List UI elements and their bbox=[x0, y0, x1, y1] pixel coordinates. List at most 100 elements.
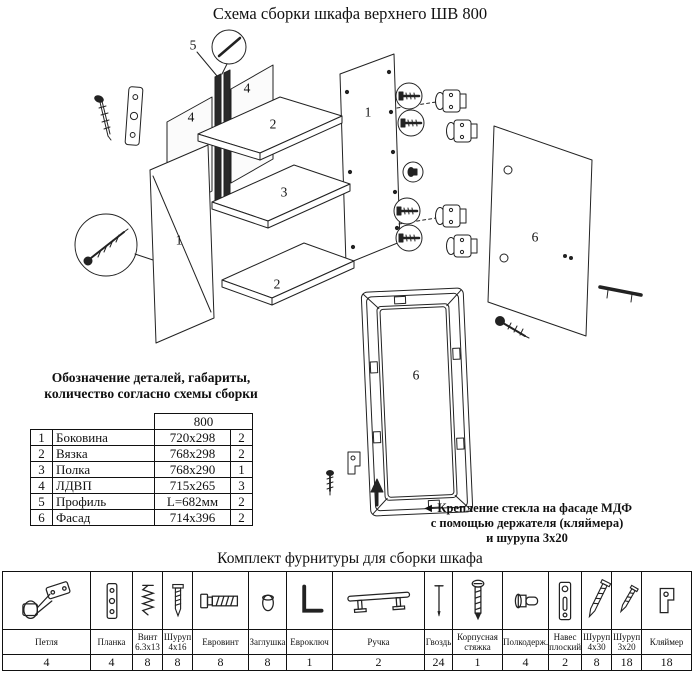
hardware-qty: 8 bbox=[162, 654, 193, 671]
screw-3x20-icon bbox=[619, 584, 639, 613]
note-pointer-arrow-icon bbox=[370, 478, 384, 507]
callout-hdf-left: 4 bbox=[187, 109, 195, 125]
callout-hdf-right: 4 bbox=[243, 80, 251, 96]
shelf-bottom bbox=[221, 242, 355, 306]
part-size: 715x265 bbox=[154, 477, 231, 494]
hardware-qty: 4 bbox=[501, 654, 550, 671]
part-name: Фасад bbox=[52, 509, 155, 526]
part-qty: 2 bbox=[230, 429, 253, 446]
callout-profile: 5 bbox=[189, 37, 197, 53]
callout-side-right: 1 bbox=[364, 104, 372, 120]
size-header: 800 bbox=[154, 413, 253, 430]
hex-key-icon bbox=[301, 584, 323, 613]
screw-icon bbox=[326, 470, 334, 496]
part-name: Боковина bbox=[52, 429, 155, 446]
callout-shelf-top: 2 bbox=[269, 116, 277, 132]
part-number: 3 bbox=[30, 461, 53, 478]
plate-icon bbox=[106, 582, 117, 619]
callout-facade: 6 bbox=[531, 229, 539, 245]
part-number: 1 bbox=[30, 429, 53, 446]
hardware-name: Навес плоский bbox=[548, 629, 583, 655]
shelf-support-icon bbox=[514, 593, 538, 608]
hardware-qty: 1 bbox=[286, 654, 333, 671]
eurobolt-detail-circle bbox=[395, 82, 423, 110]
shelf-top bbox=[197, 96, 343, 161]
part-name: Профиль bbox=[52, 493, 155, 510]
part-qty: 3 bbox=[230, 477, 253, 494]
screw-4x16-icon bbox=[171, 583, 184, 617]
hardware-table: Петля Планка Винт 6.3x13 Шуруп 4x16 Евро… bbox=[2, 571, 693, 671]
hardware-qty-row: 4 4 8 8 8 8 1 2 24 1 4 2 8 18 18 bbox=[2, 654, 693, 671]
callout-shelf-bottom: 2 bbox=[273, 276, 281, 292]
hardware-name: Ручка bbox=[332, 629, 425, 655]
shelf-middle bbox=[211, 164, 351, 229]
side-panel-right bbox=[339, 53, 437, 265]
screw-icon bbox=[495, 316, 530, 339]
hardware-name: Шуруп 3x20 bbox=[611, 629, 643, 655]
hardware-qty: 24 bbox=[424, 654, 453, 671]
hinge-icon bbox=[21, 580, 71, 619]
hardware-name: Шуруп 4x30 bbox=[581, 629, 613, 655]
hardware-qty: 1 bbox=[452, 654, 503, 671]
table-row: 2 Вязка 768x298 2 bbox=[30, 445, 253, 462]
hardware-qty: 2 bbox=[332, 654, 425, 671]
part-qty: 2 bbox=[230, 493, 253, 510]
part-name: ЛДВП bbox=[52, 477, 155, 494]
hardware-name: Полкодерж. bbox=[501, 629, 550, 655]
confirmat-detail-circle bbox=[74, 213, 154, 277]
klaimer-icon bbox=[347, 451, 361, 475]
hardware-qty: 18 bbox=[611, 654, 643, 671]
hardware-name: Шуруп 4x16 bbox=[162, 629, 193, 655]
table-row: 4 ЛДВП 715x265 3 bbox=[30, 477, 253, 494]
parts-table-header-row: 800 bbox=[31, 413, 253, 430]
facade-panel bbox=[487, 125, 593, 337]
note-line3: и шурупа 3x20 bbox=[486, 531, 568, 545]
cabinet-bolt-icon bbox=[471, 579, 484, 620]
glass-mounting-note: ◄Крепление стекла на фасаде МДФ с помощь… bbox=[396, 501, 658, 546]
table-row: 6 Фасад 714x396 2 bbox=[30, 509, 253, 526]
part-size: 768x290 bbox=[154, 461, 231, 478]
hardware-qty: 8 bbox=[192, 654, 249, 671]
part-number: 2 bbox=[30, 445, 53, 462]
page-title: Схема сборки шкафа верхнего ШВ 800 bbox=[212, 4, 488, 23]
part-size: 720x298 bbox=[154, 429, 231, 446]
mounting-plate-icon bbox=[124, 86, 144, 146]
hardware-qty: 8 bbox=[248, 654, 287, 671]
legend-heading-line1: Обозначение деталей, габариты, bbox=[51, 370, 251, 385]
hardware-qty: 4 bbox=[90, 654, 133, 671]
part-name: Вязка bbox=[52, 445, 155, 462]
hardware-name: Кляймер bbox=[641, 629, 693, 655]
table-row: 3 Полка 768x290 1 bbox=[30, 461, 253, 478]
nail-icon bbox=[433, 584, 444, 616]
hardware-qty: 4 bbox=[2, 654, 91, 671]
callout-glass-frame: 6 bbox=[412, 367, 420, 383]
part-qty: 1 bbox=[230, 461, 253, 478]
hinge-icon bbox=[446, 234, 478, 258]
table-row: 5 Профиль L=682мм 2 bbox=[30, 493, 253, 510]
screw-icon bbox=[94, 95, 112, 141]
profile-detail-circle bbox=[211, 29, 247, 75]
screw-6x13-icon bbox=[140, 584, 155, 616]
part-size: 714x396 bbox=[154, 509, 231, 526]
note-line2: с помощью держателя (кляймера) bbox=[430, 516, 624, 530]
glass-frame bbox=[360, 287, 474, 517]
eurobolt-detail-circle bbox=[395, 224, 423, 252]
part-qty: 2 bbox=[230, 445, 253, 462]
hardware-name: Планка bbox=[90, 629, 133, 655]
part-name: Полка bbox=[52, 461, 155, 478]
hardware-name: Корпусная стяжка bbox=[452, 629, 503, 655]
hardware-names-row: Петля Планка Винт 6.3x13 Шуруп 4x16 Евро… bbox=[2, 629, 693, 655]
hardware-title: Комплект фурнитуры для сборки шкафа bbox=[217, 550, 483, 567]
cap-icon bbox=[261, 594, 274, 611]
part-size: L=682мм bbox=[154, 493, 231, 510]
hardware-name: Винт 6.3x13 bbox=[132, 629, 163, 655]
part-number: 6 bbox=[30, 509, 53, 526]
handle-icon bbox=[346, 591, 410, 613]
table-row: 1 Боковина 720x298 2 bbox=[30, 429, 253, 446]
klaimer-icon bbox=[659, 587, 674, 613]
hardware-icons-row bbox=[2, 571, 693, 630]
hinge-icon bbox=[435, 204, 467, 228]
part-size: 768x298 bbox=[154, 445, 231, 462]
note-line1: Крепление стекла на фасаде МДФ bbox=[437, 501, 632, 515]
